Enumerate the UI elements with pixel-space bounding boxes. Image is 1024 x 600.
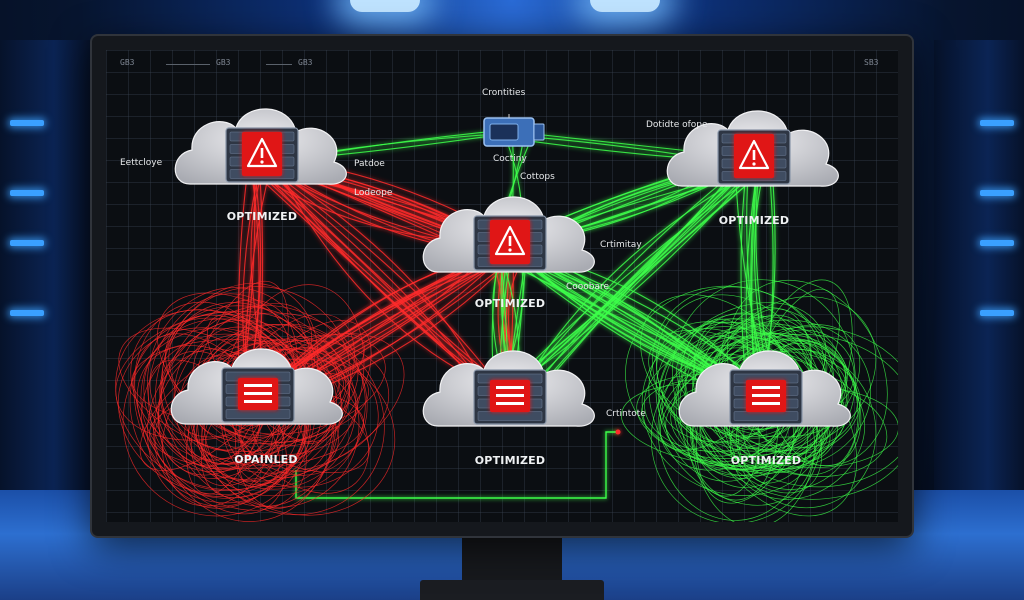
- screen-titlebar: GB3 GB3 GB3 SB3: [120, 58, 884, 72]
- red-tangle: [197, 339, 360, 508]
- node-label-bottom-right: OPTIMIZED: [730, 454, 802, 467]
- red-tangle: [143, 318, 323, 480]
- node-label-bottom-center: OPTIMIZED: [474, 454, 546, 467]
- green-link: [295, 431, 618, 499]
- projector-device-icon[interactable]: [480, 114, 548, 150]
- green-tangle: [691, 337, 818, 522]
- server-alert-icon: [729, 369, 803, 425]
- red-tangle: [160, 302, 337, 507]
- titlebar-label-a: GB3: [120, 58, 135, 67]
- cloud-node-bottom-center[interactable]: [422, 350, 595, 427]
- server-alert-icon: [473, 369, 547, 425]
- annotation-left: Eettcloye: [120, 158, 163, 168]
- node-label-top-left: OPTIMIZED: [226, 210, 298, 223]
- annotation-lodeope: Lodeope: [354, 188, 393, 198]
- warning-server-icon: [717, 129, 791, 185]
- connector-dot: [615, 429, 621, 435]
- ceiling-light: [590, 0, 660, 12]
- device-top-label: Crontities: [482, 88, 526, 98]
- annotation-patdoe: Patdoe: [354, 159, 385, 169]
- server-rack-right: [934, 40, 1024, 500]
- red-tangle: [115, 309, 316, 491]
- annotation-crtintote: Crtintote: [606, 409, 646, 419]
- server-alert-icon: [221, 367, 295, 423]
- red-tangle: [140, 311, 299, 473]
- annotation-cooobare: Cooobare: [566, 282, 610, 292]
- red-tangle: [131, 339, 344, 426]
- titlebar-label-b: GB3: [216, 58, 231, 67]
- cloud-node-center[interactable]: [422, 196, 595, 273]
- red-link: [274, 164, 512, 396]
- red-tangle: [130, 309, 301, 465]
- red-tangle: [160, 312, 359, 452]
- green-tangle: [676, 331, 847, 438]
- titlebar-label-c: GB3: [298, 58, 313, 67]
- node-label-top-right: OPTIMIZED: [718, 214, 790, 227]
- cloud-node-top-left[interactable]: [174, 108, 347, 185]
- green-tangle: [699, 324, 861, 471]
- server-rack-left: [0, 40, 90, 500]
- node-label-bottom-left: OPAINLED: [234, 453, 298, 466]
- titlebar-label-right: SB3: [864, 58, 879, 67]
- cloud-node-top-right[interactable]: [666, 110, 839, 187]
- monitor-base: [420, 580, 604, 600]
- cloud-node-bottom-left[interactable]: [170, 348, 343, 425]
- green-link: [518, 155, 762, 398]
- green-tangle: [625, 285, 826, 459]
- green-tangle: [640, 294, 806, 452]
- annotation-cottops: Cottops: [520, 172, 555, 182]
- green-tangle: [655, 321, 804, 470]
- cloud-node-bottom-right[interactable]: [678, 350, 851, 427]
- monitor: GB3 GB3 GB3 SB3: [92, 36, 912, 536]
- ceiling-light: [350, 0, 420, 12]
- green-tangle: [675, 336, 811, 470]
- warning-server-icon: [225, 127, 299, 183]
- annotation-right-top: Dotidte ofope: [646, 120, 708, 130]
- device-bottom-label: Coctiny: [493, 154, 527, 164]
- monitor-stand: [462, 536, 562, 586]
- annotation-crtimitay: Crtimitay: [600, 240, 642, 250]
- node-label-center: OPTIMIZED: [474, 297, 546, 310]
- red-tangle: [117, 327, 307, 495]
- warning-server-icon: [473, 215, 547, 271]
- network-diagram-screen: GB3 GB3 GB3 SB3: [106, 50, 898, 522]
